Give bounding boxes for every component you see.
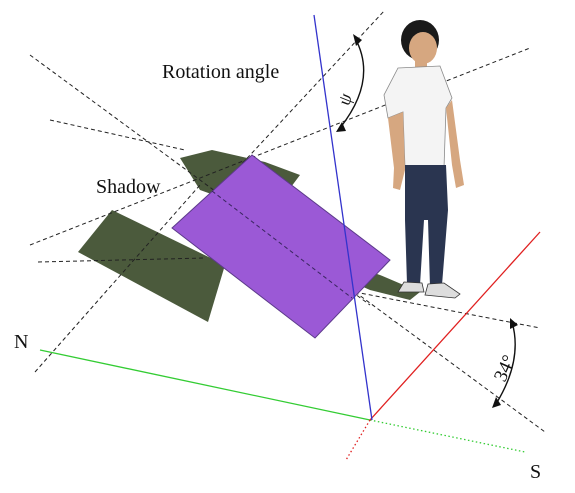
north-axis-line [39, 349, 371, 421]
person-pants [405, 165, 448, 287]
angle-34-arrow-bottom [492, 397, 501, 408]
panel-surface [171, 154, 391, 339]
psi-arc [339, 37, 365, 129]
person-right-shoe [424, 282, 461, 299]
psi-angle-arc [336, 34, 365, 132]
panel-center-line [211, 190, 353, 299]
red-axis-line [369, 231, 541, 421]
shadow-label: Shadow [96, 176, 161, 198]
angle-34-label: 34° [490, 352, 520, 385]
panel-shadow-main [78, 210, 225, 322]
north-label: N [14, 331, 28, 353]
vertical-axis-line [313, 14, 373, 421]
psi-label: ψ [334, 91, 356, 107]
rotation-angle-label: Rotation angle [162, 61, 279, 83]
north-axis-extension [369, 419, 526, 453]
solar-panel [171, 154, 391, 339]
guide-line [49, 119, 186, 151]
person-right-arm [446, 100, 464, 188]
angle-34-arc [492, 318, 518, 408]
person-head [409, 32, 437, 64]
person-figure [383, 20, 464, 299]
guide-line [29, 47, 531, 246]
guide-line [354, 291, 546, 433]
psi-arrow-top [353, 34, 362, 46]
person-left-arm [388, 112, 405, 190]
person-neck [415, 60, 427, 70]
guide-line [354, 291, 541, 329]
south-label: S [530, 461, 541, 483]
person-left-shoe [397, 281, 425, 293]
red-axis-extension [345, 419, 371, 461]
angle-34-curve [495, 321, 516, 405]
psi-arrow-bottom [336, 122, 346, 132]
angle-34-arrow-top [510, 318, 518, 329]
